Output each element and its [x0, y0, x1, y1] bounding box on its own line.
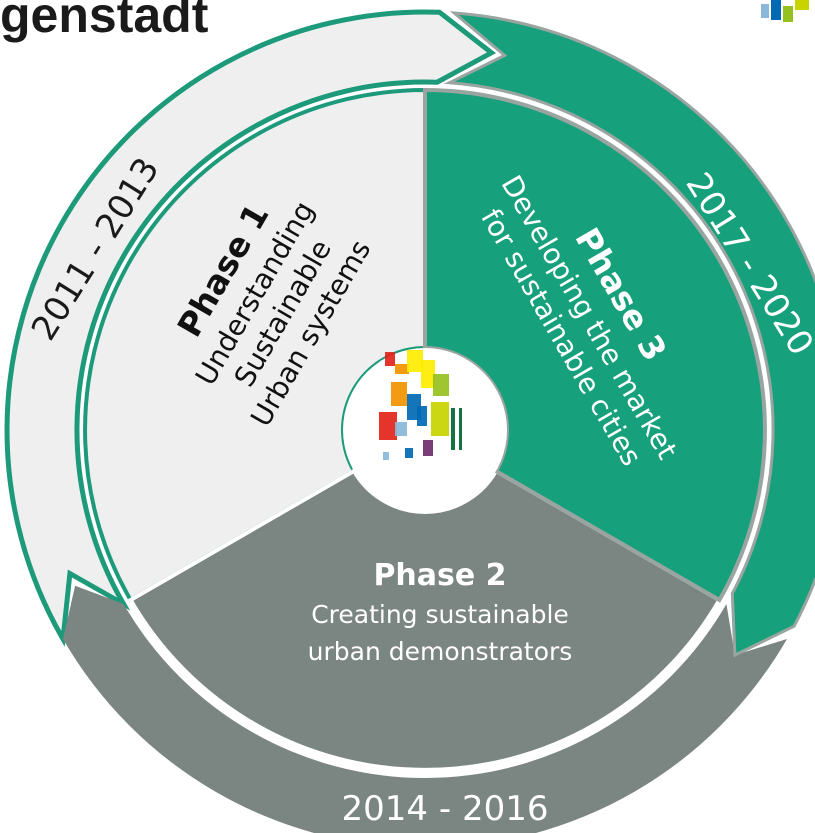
logo-tile [421, 360, 435, 388]
logo-tile [385, 352, 395, 366]
phase-1-year-band [4, 9, 497, 647]
logo-tile [383, 452, 389, 460]
phase-2-year-band [63, 585, 787, 833]
center-logo-icon [379, 350, 462, 460]
logo-tile [451, 408, 455, 450]
logo-tile [407, 350, 423, 372]
phase-3-year-band [443, 11, 815, 658]
logo-tile [379, 412, 397, 440]
logo-tile [417, 406, 427, 426]
phase-2-line: urban demonstrators [308, 637, 573, 666]
phase-2-label-group: Phase 2 Creating sustainable urban demon… [308, 558, 573, 666]
logo-tile [395, 422, 407, 436]
logo-tile [459, 408, 462, 450]
phase-2-title: Phase 2 [373, 558, 506, 593]
corner-logo-icon [761, 0, 809, 22]
phase-2-line: Creating sustainable [311, 600, 569, 629]
phase-1-label-group: Phase 1 Understanding Sustainable Urban … [170, 196, 378, 433]
center-hub [343, 348, 507, 512]
phase-2-years: 2014 - 2016 [342, 789, 549, 829]
logo-tile [391, 382, 407, 406]
logo-tile [423, 440, 433, 456]
logo-tile [405, 448, 413, 458]
logo-tile [395, 364, 409, 374]
logo-tile [431, 402, 449, 436]
logo-tile [433, 374, 449, 396]
page-title: genstadt [0, 0, 209, 43]
